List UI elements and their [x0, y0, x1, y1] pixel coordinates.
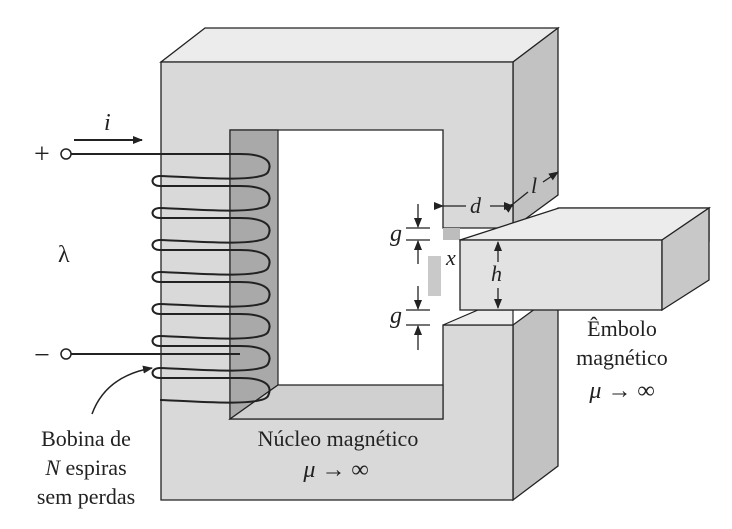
- minus-label: −: [34, 340, 50, 371]
- flux-linkage-label: λ: [58, 242, 70, 268]
- displacement-marker: [428, 256, 441, 296]
- coil-label-line3: sem perdas: [37, 484, 135, 509]
- coil-winding: [68, 153, 271, 404]
- plunger-label-line2: magnético: [576, 345, 668, 370]
- length-l-label: l: [531, 173, 537, 198]
- depth-d-label: d: [470, 193, 482, 218]
- coil-n-variable: N: [44, 455, 61, 480]
- terminal-plus: [60, 148, 72, 160]
- magnetic-plunger: [459, 206, 712, 312]
- coil-label-line1: Bobina de: [41, 426, 131, 451]
- height-h-label: h: [491, 261, 502, 286]
- plunger-label-line1: Êmbolo: [587, 316, 657, 341]
- plunger-mu-label: μ → ∞: [588, 378, 654, 404]
- dimension-l: [503, 171, 559, 213]
- dimension-g-bottom: [406, 286, 430, 350]
- current-label: i: [104, 110, 111, 136]
- coil-espiras-text: espiras: [60, 455, 127, 480]
- plus-label: +: [34, 139, 50, 170]
- gap-g-top-label: g: [390, 221, 402, 247]
- dimension-g-top: [406, 204, 430, 264]
- core-name-label: Núcleo magnético: [258, 426, 419, 451]
- gap-g-bottom-label: g: [390, 303, 402, 329]
- coil-pointer-arrow: [91, 365, 153, 415]
- coil-label-line2: N espiras: [44, 455, 126, 480]
- core-mu-label: μ → ∞: [302, 457, 368, 483]
- displacement-x-label: x: [445, 245, 456, 270]
- terminal-minus: [60, 348, 72, 360]
